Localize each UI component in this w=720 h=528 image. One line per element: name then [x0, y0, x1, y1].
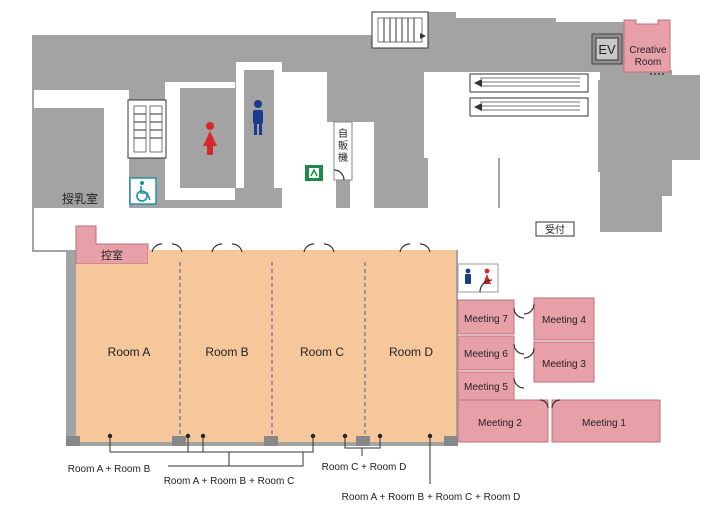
room-c-label: Room C [300, 345, 344, 359]
escalators [469, 73, 589, 117]
vending-corridor [350, 122, 374, 212]
meeting-room-5[interactable]: Meeting 5 [457, 371, 515, 401]
room-a[interactable]: Room A [108, 345, 151, 359]
main-hall-doors [151, 243, 431, 253]
meeting-6-label: Meeting 6 [464, 349, 508, 360]
nursing-room-label: 授乳室 [62, 191, 98, 206]
stairs-upper [371, 11, 429, 49]
creative-room-shape[interactable] [623, 19, 671, 73]
escalator-up-arrow-icon [474, 79, 482, 87]
main-hall-upper-strip [148, 250, 456, 266]
corridors [34, 62, 700, 406]
escalator-down [469, 97, 589, 117]
escalator-up [469, 73, 589, 93]
waiting-room-label: 控室 [101, 248, 123, 262]
room-b[interactable]: Room B [205, 345, 248, 359]
male-restroom-icon [253, 100, 263, 135]
lobby-open [428, 150, 498, 210]
waiting-room[interactable]: 控室 [75, 225, 149, 265]
combo-abc-label: Room A + Room B + Room C [164, 476, 295, 487]
vending-machine: 自 販 機 [333, 121, 353, 181]
right-corridor [662, 196, 700, 406]
creative-room-label-2: Room [635, 57, 662, 68]
reception-area [500, 150, 600, 210]
main-corridor [34, 208, 600, 250]
room-b-label: Room B [205, 345, 248, 359]
corridor-left-vertical [104, 90, 129, 210]
reception: 受付 [535, 221, 575, 237]
meeting-3-label: Meeting 3 [542, 359, 586, 370]
room-a-label: Room A [108, 345, 151, 359]
meeting-room-3[interactable]: Meeting 3 [533, 341, 595, 383]
emergency-exit-icon [305, 165, 323, 181]
meeting-7-label: Meeting 7 [464, 314, 508, 325]
creative-room[interactable]: Creative Room [623, 19, 671, 75]
male-restroom-small-icon [465, 268, 471, 284]
wheelchair-icon [129, 177, 157, 205]
stairs-top [371, 11, 429, 49]
combination-diagram: Room A + Room B Room A + Room B + Room C… [68, 433, 521, 503]
vending-char-1: 自 [338, 127, 348, 140]
female-restroom-icon [203, 122, 217, 155]
meeting-4-label: Meeting 4 [542, 315, 586, 326]
room-d[interactable]: Room D [389, 345, 433, 359]
meeting-room-4[interactable]: Meeting 4 [533, 297, 595, 341]
restroom-door [479, 279, 493, 293]
combo-cd-label: Room C + Room D [322, 462, 407, 473]
main-hall-floor [76, 264, 456, 442]
vending-char-2: 販 [338, 140, 348, 152]
meeting-room-2[interactable]: Meeting 2 [457, 399, 549, 443]
restroom-small [457, 263, 499, 293]
stairs-top-steps [377, 17, 423, 43]
meeting-2-label: Meeting 2 [478, 418, 522, 429]
main-hall [76, 250, 456, 442]
right-opening [672, 160, 700, 196]
meeting-1-label: Meeting 1 [582, 418, 626, 429]
wall-block-right [598, 80, 668, 172]
meeting-5-label: Meeting 5 [464, 382, 508, 393]
meeting-room-7[interactable]: Meeting 7 [457, 299, 515, 335]
escalator-down-arrow-icon [474, 103, 482, 111]
stairs-left [127, 99, 167, 159]
vending-char-3: 機 [338, 151, 348, 164]
combo-abcd-label: Room A + Room B + Room C + Room D [342, 492, 521, 503]
meeting-room-1[interactable]: Meeting 1 [551, 399, 661, 443]
elevator-label: EV [598, 42, 616, 57]
elevator-block: EV [591, 33, 623, 65]
creative-room-label-1: Creative [629, 45, 667, 56]
meeting-room-6[interactable]: Meeting 6 [457, 335, 515, 371]
room-d-label: Room D [389, 345, 433, 359]
meeting-doors [513, 303, 561, 409]
stairs-arrow-icon [420, 33, 426, 39]
reception-label: 受付 [545, 223, 565, 236]
pillars [66, 436, 458, 446]
combo-ab-label: Room A + Room B [68, 464, 151, 475]
room-c[interactable]: Room C [300, 345, 344, 359]
